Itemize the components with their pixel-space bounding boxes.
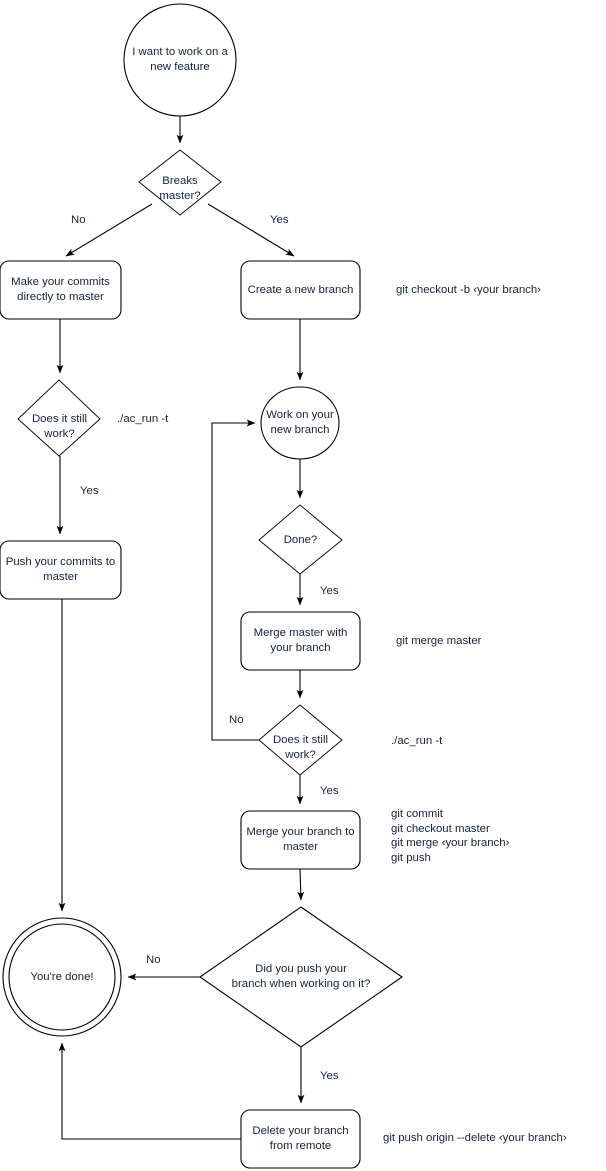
node-breaks-master-shape (138, 149, 222, 216)
node-still-work-right-shape (258, 704, 343, 776)
node-push-master-shape (0, 540, 122, 600)
note-ac-run-left: ./ac_run -t (117, 413, 169, 425)
edge-label-still-work-right-yes: Yes (320, 785, 339, 797)
node-done-shape (258, 504, 343, 575)
note-git-merge-master: git merge master (396, 635, 482, 647)
node-merge-master-shape (240, 611, 361, 671)
edge-label-breaks-no: No (71, 214, 86, 226)
note-git-push-origin-delete: git push origin --delete ‹your branch› (383, 1132, 567, 1144)
edge-breaks-no-to-commit-direct (65, 203, 153, 257)
node-did-push-shape (199, 906, 403, 1048)
node-work-branch-shape (260, 386, 340, 460)
edge-label-did-push-no: No (146, 954, 161, 966)
node-youre-done-inner-shape (8, 923, 116, 1031)
note-git-checkout-b: git checkout -b ‹your branch› (396, 284, 541, 296)
edge-label-still-work-left-yes: Yes (80, 485, 99, 497)
edge-label-done-yes: Yes (320, 585, 339, 597)
node-start-shape (123, 3, 237, 117)
edge-delete-branch-to-youre-done (58, 1042, 241, 1140)
node-still-work-left-shape (17, 379, 101, 457)
edge-label-still-work-right-no: No (229, 714, 244, 726)
edge-merge-branch-to-did-push (297, 868, 305, 901)
edge-breaks-yes-to-create-branch (207, 203, 295, 257)
node-merge-branch-shape (240, 810, 361, 870)
edge-still-work-right-no-loop-to-work-branch (211, 419, 259, 741)
node-commit-direct-shape (0, 260, 122, 320)
node-delete-branch-shape (240, 1109, 361, 1169)
edge-label-breaks-yes: Yes (270, 214, 289, 226)
note-merge-branch-commands: git commit git checkout master git merge… (391, 808, 510, 864)
edge-label-did-push-yes: Yes (320, 1070, 339, 1082)
note-ac-run-right: ./ac_run -t (391, 735, 443, 747)
node-create-branch-shape (240, 260, 361, 320)
